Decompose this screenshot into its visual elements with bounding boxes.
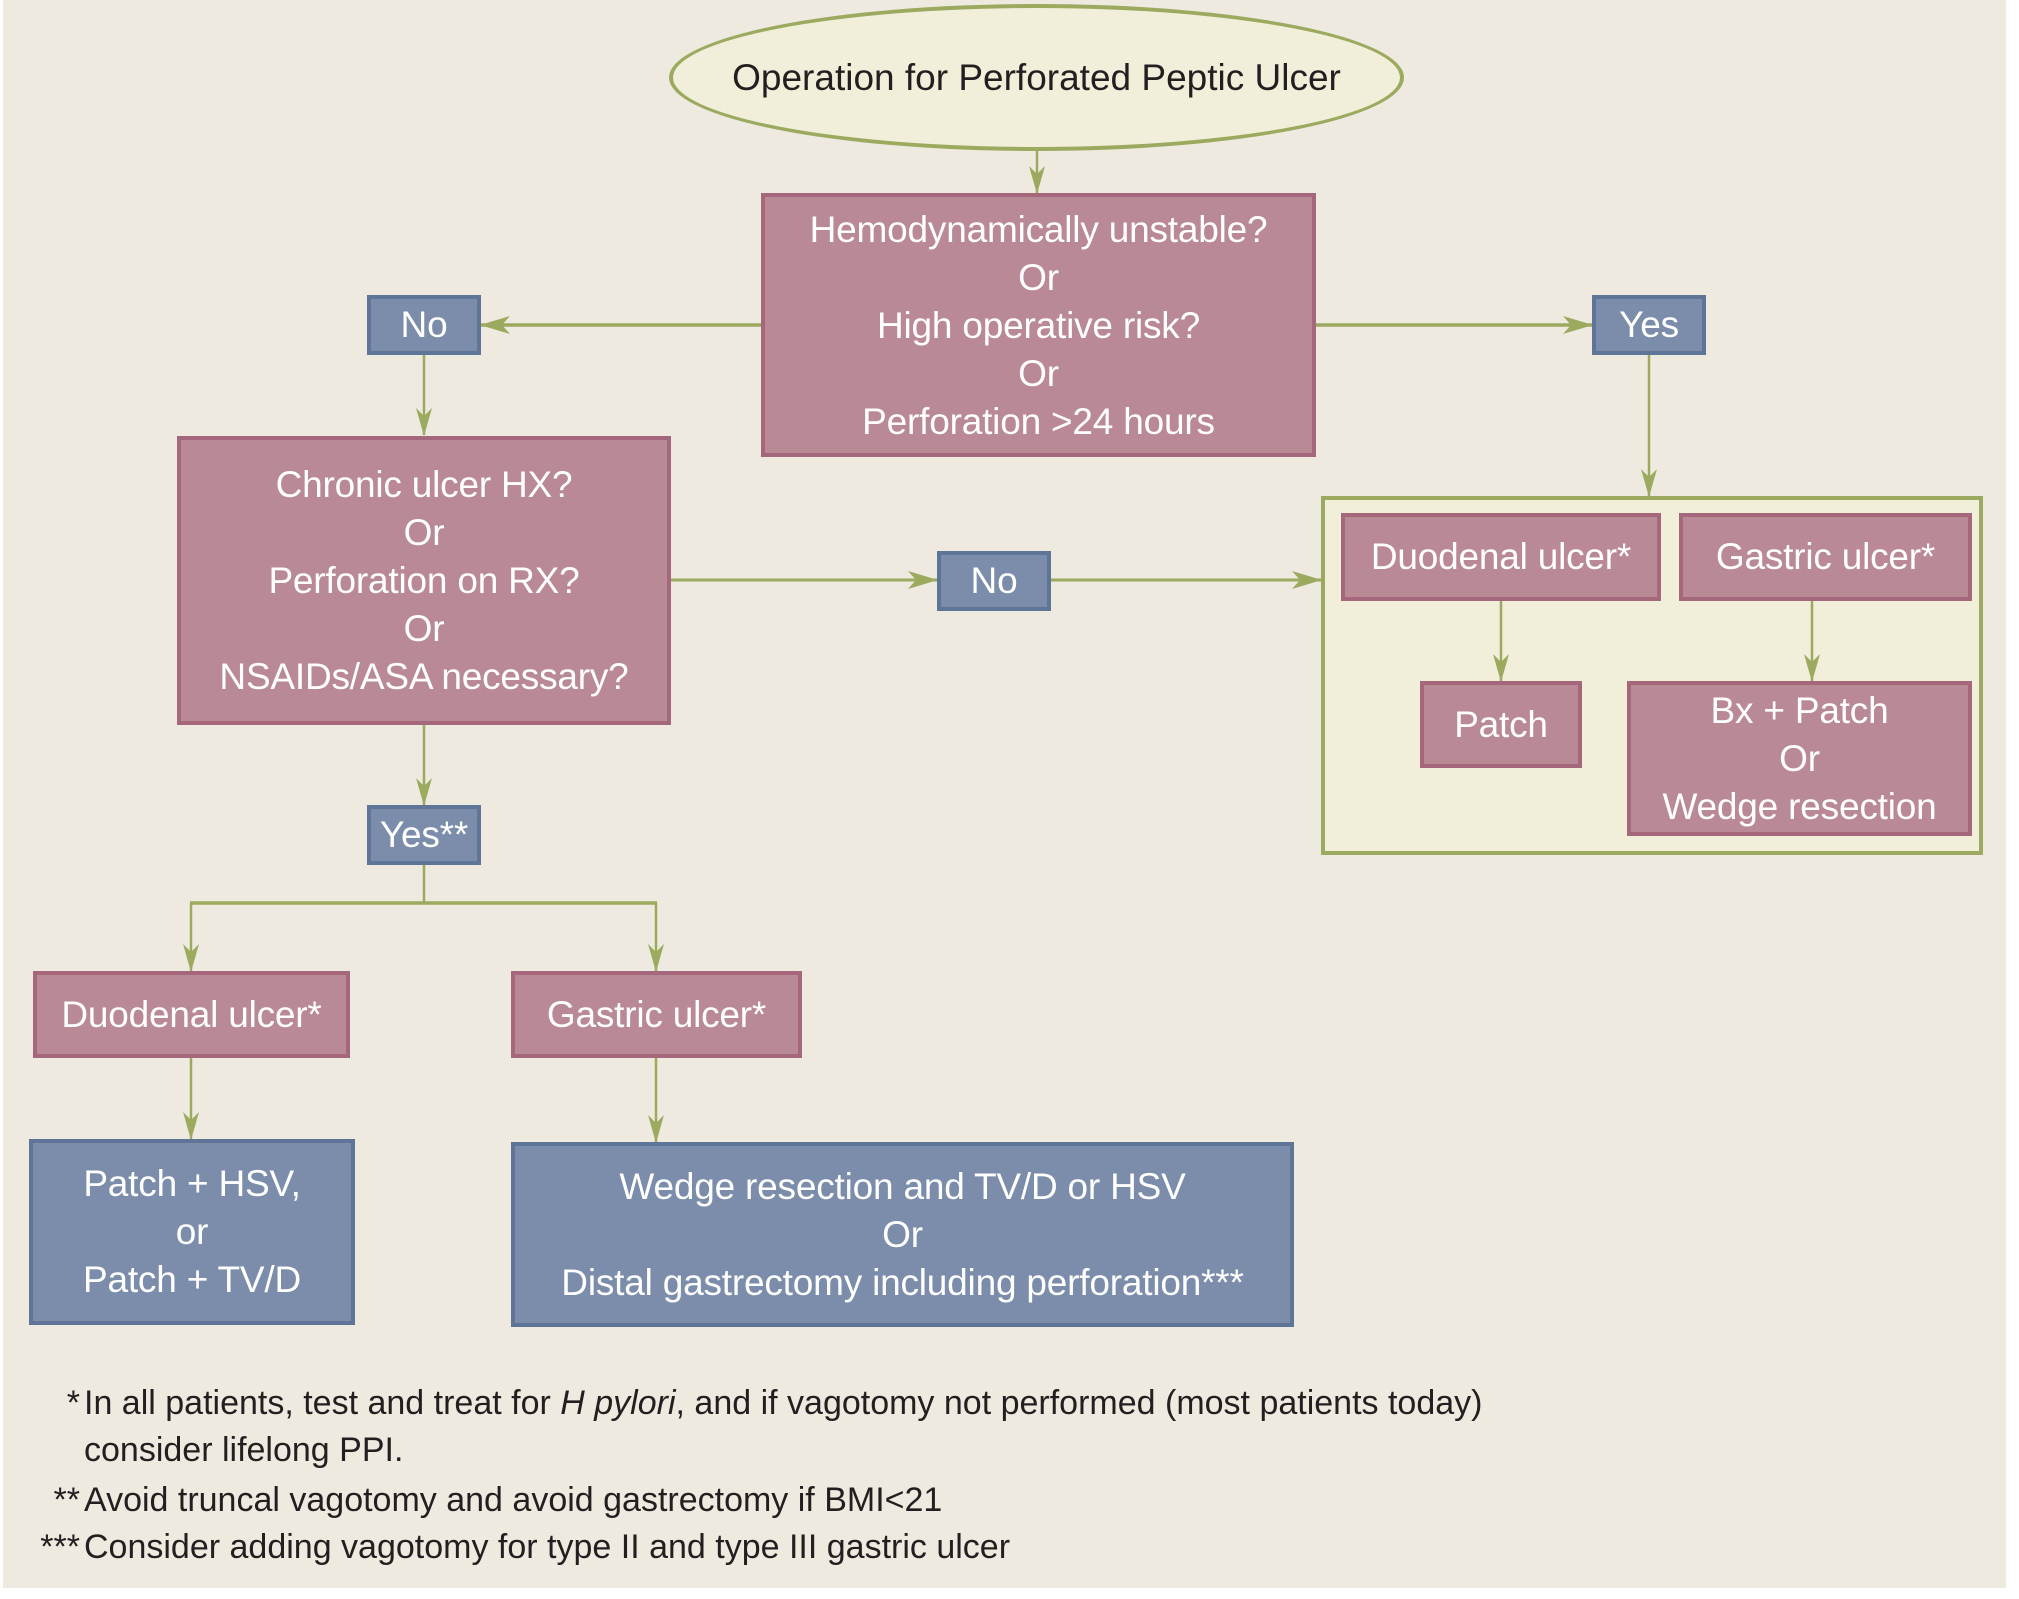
- node-label: Duodenal ulcer*: [61, 993, 322, 1035]
- start-node: Operation for Perforated Peptic Ulcer: [669, 4, 1404, 151]
- footnote-text: , and if vagotomy not performed (most pa…: [675, 1384, 1483, 1422]
- footnote: *** Consider adding vagotomy for type II…: [0, 1524, 1900, 1571]
- answer-q2-no: No: [937, 551, 1051, 611]
- footnote-mark: *: [66, 1384, 80, 1422]
- group-gastric-ulcer: Gastric ulcer*: [1679, 513, 1972, 601]
- node-label: Gastric ulcer*: [546, 993, 767, 1035]
- q1-line: Or: [1018, 257, 1059, 298]
- q2-line: Chronic ulcer HX?: [275, 463, 573, 505]
- q1-line: Hemodynamically unstable?: [809, 209, 1268, 250]
- node-line: Wedge resection: [1662, 785, 1937, 827]
- footnote-mark: **: [53, 1481, 80, 1519]
- q1-line: Or: [1018, 353, 1059, 394]
- footnote-text: In all patients, test and treat for: [84, 1384, 561, 1422]
- group-patch: Patch: [1420, 681, 1582, 768]
- answer-q1-yes: Yes: [1592, 295, 1706, 355]
- node-line: Bx + Patch: [1710, 689, 1889, 731]
- footnote-text: Consider adding vagotomy for type II and…: [84, 1528, 1011, 1566]
- q2-line: Or: [403, 607, 445, 649]
- node-line: Or: [1779, 737, 1820, 779]
- group-duodenal-ulcer: Duodenal ulcer*: [1341, 513, 1661, 601]
- decision-q2: Chronic ulcer HX? Or Perforation on RX? …: [177, 436, 671, 725]
- q1-line: High operative risk?: [877, 305, 1200, 346]
- footnote: * In all patients, test and treat for H …: [0, 1380, 1900, 1474]
- node-label: Patch: [1454, 703, 1548, 745]
- definitive-duodenal-ulcer: Duodenal ulcer*: [33, 971, 350, 1058]
- footnotes: * In all patients, test and treat for H …: [0, 1380, 1900, 1571]
- footnote-italic-text: H pylori: [560, 1384, 676, 1422]
- footnote-mark: ***: [40, 1528, 80, 1566]
- answer-label: No: [400, 304, 448, 345]
- footnote: ** Avoid truncal vagotomy and avoid gast…: [0, 1477, 1900, 1524]
- q2-line: NSAIDs/ASA necessary?: [219, 655, 629, 697]
- definitive-gastric-treatment: Wedge resection and TV/D or HSV Or Dista…: [511, 1142, 1294, 1327]
- q1-line: Perforation >24 hours: [862, 401, 1215, 442]
- answer-label: Yes: [1619, 304, 1679, 345]
- node-line: or: [175, 1211, 209, 1252]
- answer-label: No: [970, 560, 1018, 601]
- node-label: Duodenal ulcer*: [1370, 536, 1632, 577]
- node-line: Patch + HSV,: [83, 1163, 301, 1204]
- start-node-label: Operation for Perforated Peptic Ulcer: [732, 56, 1341, 98]
- definitive-duodenal-treatment: Patch + HSV, or Patch + TV/D: [29, 1139, 355, 1325]
- node-line: Or: [882, 1213, 923, 1255]
- node-line: Distal gastrectomy including perforation…: [561, 1261, 1244, 1303]
- group-bx-patch-or-wedge: Bx + Patch Or Wedge resection: [1627, 681, 1972, 836]
- node-line: Patch + TV/D: [83, 1259, 301, 1300]
- q2-line: Perforation on RX?: [268, 559, 580, 601]
- node-label: Gastric ulcer*: [1715, 536, 1936, 577]
- answer-q2-yes: Yes**: [367, 805, 481, 865]
- q2-line: Or: [403, 511, 445, 553]
- definitive-gastric-ulcer: Gastric ulcer*: [511, 971, 802, 1058]
- answer-q1-no: No: [367, 295, 481, 355]
- answer-label: Yes**: [379, 814, 469, 855]
- node-line: Wedge resection and TV/D or HSV: [619, 1165, 1186, 1207]
- footnote-text: Avoid truncal vagotomy and avoid gastrec…: [84, 1481, 943, 1519]
- footnote-continuation: consider lifelong PPI.: [84, 1431, 404, 1469]
- decision-q1: Hemodynamically unstable? Or High operat…: [761, 193, 1316, 457]
